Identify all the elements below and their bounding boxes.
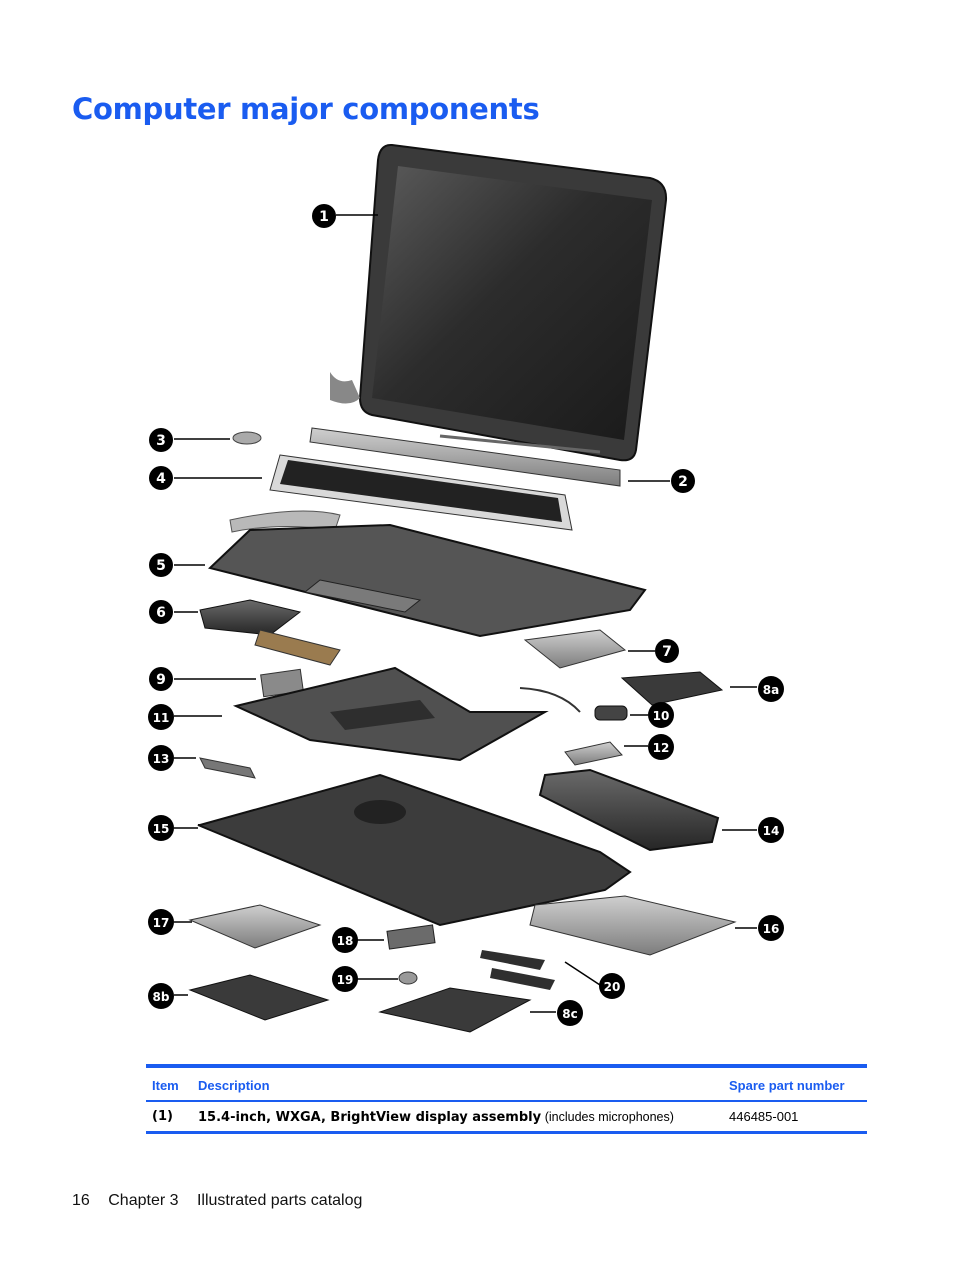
cover-part-8c — [378, 987, 532, 1033]
callout-19: 19 — [332, 966, 358, 992]
svg-text:3: 3 — [156, 433, 166, 449]
table-header-row: Item Description Spare part number — [146, 1064, 867, 1102]
svg-text:8a: 8a — [763, 683, 779, 697]
svg-text:6: 6 — [156, 605, 166, 621]
callout-5: 5 — [149, 553, 173, 577]
callout-13: 13 — [148, 745, 174, 771]
svg-text:1: 1 — [319, 209, 329, 225]
svg-text:8b: 8b — [153, 990, 170, 1004]
svg-text:20: 20 — [604, 980, 621, 994]
svg-text:7: 7 — [662, 644, 672, 660]
svg-text:15: 15 — [153, 822, 170, 836]
wlan-module-part — [386, 924, 436, 950]
callout-8b: 8b — [148, 983, 174, 1009]
callout-14: 14 — [758, 817, 784, 843]
svg-text:2: 2 — [678, 474, 688, 490]
svg-text:16: 16 — [763, 922, 780, 936]
card-assembly-part-7 — [523, 629, 627, 669]
page-footer: 16 Chapter 3 Illustrated parts catalog — [72, 1192, 376, 1210]
callout-18: 18 — [332, 927, 358, 953]
top-cover-part — [207, 523, 647, 638]
callout-2: 2 — [671, 469, 695, 493]
callout-8c: 8c — [557, 1000, 583, 1026]
small-part-3 — [232, 431, 262, 445]
footer-section: Illustrated parts catalog — [196, 1192, 363, 1209]
hinge-cover-part — [309, 427, 621, 487]
hard-drive-part — [188, 904, 322, 949]
callout-9: 9 — [149, 667, 173, 691]
rtc-battery-part — [398, 971, 418, 985]
memory-modules-part — [480, 950, 555, 990]
column-header-item: Item — [146, 1064, 192, 1102]
svg-text:9: 9 — [156, 672, 166, 688]
callout-16: 16 — [758, 915, 784, 941]
battery-part — [538, 768, 720, 852]
svg-text:18: 18 — [337, 934, 354, 948]
cable-board-part-12 — [564, 741, 623, 766]
svg-text:10: 10 — [653, 709, 670, 723]
display-assembly-part — [330, 143, 668, 462]
callout-11: 11 — [148, 704, 174, 730]
svg-text:19: 19 — [337, 973, 354, 987]
svg-text:13: 13 — [153, 752, 170, 766]
system-board-part — [232, 666, 549, 762]
callout-4: 4 — [149, 466, 173, 490]
svg-text:17: 17 — [153, 916, 170, 930]
spare-parts-table: Item Description Spare part number (1) 1… — [146, 1064, 867, 1134]
base-enclosure-part — [197, 773, 632, 927]
svg-text:12: 12 — [653, 741, 670, 755]
table-row: (1) 15.4-inch, WXGA, BrightView display … — [146, 1101, 867, 1134]
callout-7: 7 — [655, 639, 679, 663]
page-number: 16 — [72, 1192, 90, 1209]
callout-8a: 8a — [758, 676, 784, 702]
callout-1: 1 — [312, 204, 336, 228]
exploded-view-illustration: 1 2 3 4 5 6 7 8a 9 10 11 12 13 14 15 16 … — [148, 143, 784, 1033]
page-title: Computer major components — [72, 92, 540, 126]
small-board-part-13 — [199, 757, 256, 779]
callout-6: 6 — [149, 600, 173, 624]
svg-text:14: 14 — [763, 824, 780, 838]
description-note-text: (includes microphones) — [544, 1110, 674, 1124]
column-header-spare-part-number: Spare part number — [723, 1064, 867, 1102]
fan-part — [199, 599, 341, 666]
optical-drive-part — [529, 895, 737, 956]
callout-15: 15 — [148, 815, 174, 841]
description-cell: 15.4-inch, WXGA, BrightView display asse… — [192, 1101, 723, 1134]
spare-part-number-cell: 446485-001 — [723, 1101, 867, 1134]
svg-text:11: 11 — [153, 711, 170, 725]
callout-12: 12 — [648, 734, 674, 760]
callout-10: 10 — [648, 702, 674, 728]
svg-text:4: 4 — [156, 471, 166, 487]
callout-17: 17 — [148, 909, 174, 935]
svg-text:8c: 8c — [562, 1007, 577, 1021]
description-bold-text: 15.4-inch, WXGA, BrightView display asse… — [198, 1110, 542, 1125]
item-cell: (1) — [146, 1101, 192, 1134]
svg-text:5: 5 — [156, 558, 166, 574]
callout-3: 3 — [149, 428, 173, 452]
leader-lines — [174, 214, 757, 1013]
footer-chapter: Chapter 3 — [108, 1192, 179, 1209]
column-header-description: Description — [192, 1064, 723, 1102]
callout-20: 20 — [599, 973, 625, 999]
memory-cover-part-8a — [620, 671, 724, 706]
hard-drive-cover-part-8b — [188, 974, 330, 1021]
speaker-part — [519, 687, 628, 721]
